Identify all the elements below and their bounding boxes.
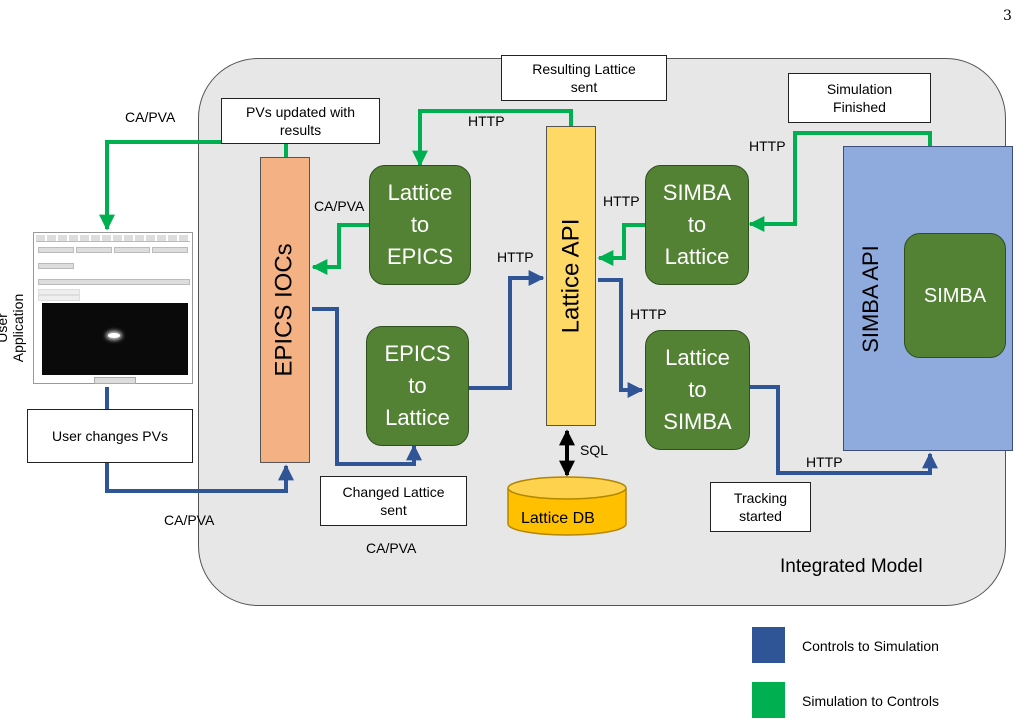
edge-label-ca-pva-bottom-left: CA/PVA [164,512,215,528]
lattice-api-label: Lattice API [557,218,584,334]
lattice-to-epics-label: Lattice to EPICS [386,180,454,269]
note-resulting-lattice: Resulting Lattice sent [501,55,667,101]
edge-label-http-simba-finished: HTTP [749,138,786,154]
edge-label-http-simba-to-lattice: HTTP [603,193,640,209]
simba-api-label: SIMBA API [858,244,884,353]
user-application-screenshot [33,232,193,384]
legend-label-simulation-to-controls: Simulation to Controls [802,693,939,709]
screenshot-field [38,247,74,253]
legend-swatch-simulation-to-controls [752,682,785,718]
note-simulation-finished: Simulation Finished [788,73,931,123]
simba-to-lattice-box: SIMBA to Lattice [645,165,749,285]
screenshot-field [38,263,74,269]
green-simba-api-to-simba-to-lattice [748,131,932,232]
lattice-api-block: Lattice API [546,126,596,426]
user-application-label: User Application [0,293,26,363]
screenshot-beam-image [42,303,188,375]
screenshot-text-line [38,289,80,295]
edge-label-ca-pva-mid: CA/PVA [314,198,365,214]
note-user-changes-pvs: User changes PVs [27,409,193,463]
note-pvs-updated: PVs updated with results [221,98,380,144]
green-lattice-api-to-lattice-to-epics [412,109,573,167]
lattice-to-simba-label: Lattice to SIMBA [663,345,732,434]
edge-label-http-lattice-to-simba: HTTP [630,306,667,322]
screenshot-field [152,247,188,253]
epics-to-lattice-box: EPICS to Lattice [366,326,469,446]
screenshot-tab-strip [36,235,190,242]
epics-to-lattice-label: EPICS to Lattice [384,341,451,430]
screenshot-field [114,247,150,253]
edge-label-http-tracking: HTTP [806,454,843,470]
edge-label-ca-pva-top: CA/PVA [125,109,176,125]
lattice-db-label: Lattice DB [521,510,595,527]
edge-label-http-top: HTTP [468,113,505,129]
screenshot-dropdown [38,279,190,285]
green-epics-to-user-app [99,140,288,231]
beam-spot [108,333,120,338]
screenshot-button [94,377,136,384]
lattice-db-cylinder [507,476,627,536]
epics-iocs-label: EPICS IOCs [271,243,299,377]
simba-block: SIMBA [904,233,1006,358]
note-changed-lattice: Changed Lattice sent [320,476,467,526]
integrated-model-label: Integrated Model [780,556,923,577]
page-number: 3 [1003,8,1012,24]
blue-epics-to-lattice-to-lattice-api [469,270,545,390]
epics-iocs-block: EPICS IOCs [260,157,310,463]
edge-label-http-epics-to-lattice: HTTP [497,249,534,265]
simba-api-label-wrap: SIMBA API [843,146,899,451]
legend-swatch-controls-to-simulation [752,627,785,663]
screenshot-text-line [38,295,80,301]
lattice-to-epics-box: Lattice to EPICS [369,165,471,285]
simba-to-lattice-label: SIMBA to Lattice [662,180,732,269]
green-simba-to-lattice-to-lattice-api [597,223,645,266]
edge-label-sql: SQL [580,442,609,458]
legend-label-controls-to-simulation: Controls to Simulation [802,638,939,654]
blue-lattice-to-simba-to-simba-api [750,385,938,475]
green-lattice-to-epics-to-epics-iocs [311,223,369,275]
blue-lattice-api-to-lattice-to-simba [598,278,644,398]
blue-epics-iocs-to-epics-to-lattice [312,307,422,466]
edge-label-ca-pva-bottom-center: CA/PVA [366,540,417,556]
screenshot-field [76,247,112,253]
note-tracking-started: Tracking started [710,482,811,532]
lattice-to-simba-box: Lattice to SIMBA [645,330,750,450]
